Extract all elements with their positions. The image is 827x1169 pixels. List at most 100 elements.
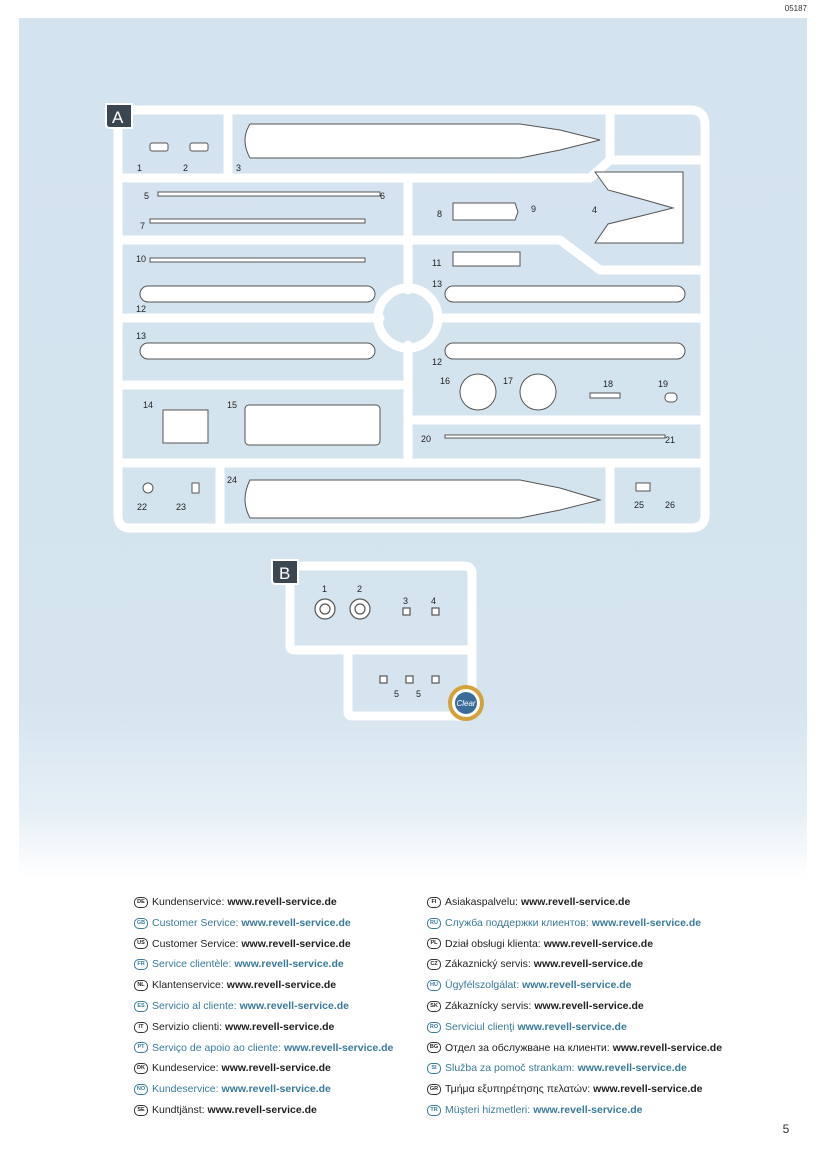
service-link[interactable]: www.revell-service.de: [533, 958, 644, 971]
svg-text:Clear: Clear: [456, 699, 475, 708]
country-flag-icon: CZ: [427, 959, 441, 971]
service-link[interactable]: www.revell-service.de: [522, 979, 632, 992]
service-link[interactable]: www.revell-service.de: [591, 916, 702, 929]
country-flag-icon: BG: [427, 1042, 441, 1054]
service-link[interactable]: www.revell-service.de: [543, 937, 654, 950]
service-link[interactable]: www.revell-service.de: [520, 896, 631, 908]
country-flag-icon: US: [134, 938, 148, 950]
service-link[interactable]: www.revell-service.de: [227, 896, 337, 908]
service-link[interactable]: www.revell-service.de: [241, 916, 351, 929]
service-link[interactable]: www.revell-service.de: [593, 1083, 703, 1096]
sprue-a-letter: A: [112, 108, 124, 127]
service-link[interactable]: www.revell-service.de: [226, 979, 337, 992]
country-flag-icon: FI: [427, 896, 441, 908]
country-flag-icon: SI: [427, 1063, 441, 1075]
service-link[interactable]: www.revell-service.de: [234, 958, 344, 971]
clear-badge: Clear: [448, 685, 484, 721]
service-link[interactable]: www.revell-service.de: [239, 999, 349, 1012]
country-flag-icon: HU: [427, 980, 441, 992]
country-flag-icon: NL: [134, 980, 148, 992]
country-flag-icon: GB: [134, 917, 148, 929]
service-link[interactable]: www.revell-service.de: [241, 937, 351, 950]
part-label: 14: [143, 400, 153, 410]
country-flag-icon: PT: [134, 1042, 148, 1054]
service-link[interactable]: www.revell-service.de: [221, 1062, 331, 1075]
service-link[interactable]: www.revell-service.de: [284, 1041, 394, 1054]
part-label: 13: [432, 279, 442, 289]
part-label: 2: [183, 163, 188, 173]
part-label: 11: [432, 258, 441, 268]
sprue-a-part-labels: 1 2 3 4 5 6 7 8 9 10 11 12 13 13 12 14 1…: [136, 163, 675, 512]
document-code: 05187: [784, 4, 807, 13]
country-flag-icon: GR: [427, 1084, 441, 1096]
country-flag-icon: RO: [427, 1021, 441, 1033]
part-label: 19: [658, 379, 668, 389]
part-label: 12: [432, 357, 442, 367]
country-flag-icon: DK: [134, 1063, 148, 1075]
page-number: 5: [765, 1109, 807, 1149]
service-link[interactable]: www.revell-service.de: [534, 999, 644, 1012]
part-label: 26: [665, 500, 675, 510]
country-flag-icon: SE: [134, 1104, 148, 1116]
part-label: 10: [136, 254, 146, 264]
country-flag-icon: PL: [427, 938, 441, 950]
part-label: 13: [136, 331, 146, 341]
country-flag-icon: DE: [134, 896, 148, 908]
service-link[interactable]: www.revell-service.de: [221, 1083, 331, 1096]
country-flag-icon: ES: [134, 1000, 148, 1012]
service-link[interactable]: www.revell-service.de: [207, 1103, 317, 1116]
part-label: 12: [136, 304, 146, 314]
part-label: 4: [431, 596, 436, 606]
service-link[interactable]: www.revell-service.de: [612, 1041, 723, 1054]
sprue-b-part-labels: 1 2 3 4 5 5: [322, 584, 436, 699]
service-link[interactable]: www.revell-service.de: [225, 1020, 335, 1033]
country-flag-icon: TR: [427, 1104, 441, 1116]
country-flag-icon: NO: [134, 1084, 148, 1096]
part-label: 23: [176, 502, 186, 512]
part-label: 1: [322, 584, 327, 594]
sprue-b-letter: B: [279, 564, 290, 583]
part-label: 21: [665, 435, 675, 445]
sprue-diagram: A B Clear 1 2 3 4 5 6 7 8 9 10 11 12 13 …: [106, 104, 686, 721]
part-label: 6: [380, 191, 385, 201]
country-flag-icon: SK: [427, 1000, 441, 1012]
part-label: 1: [137, 163, 142, 173]
part-label: 3: [403, 596, 408, 606]
part-label: 5: [144, 191, 149, 201]
part-label: 16: [440, 376, 450, 386]
service-link[interactable]: www.revell-service.de: [533, 1103, 643, 1116]
country-flag-icon: IT: [134, 1021, 148, 1033]
part-label: 24: [227, 475, 237, 485]
country-flag-icon: FR: [134, 959, 148, 971]
part-label: 17: [503, 376, 513, 386]
part-label: 8: [437, 209, 442, 219]
service-link[interactable]: www.revell-service.de: [517, 1020, 627, 1033]
country-flag-icon: RU: [427, 917, 441, 929]
service-link[interactable]: www.revell-service.de: [577, 1062, 687, 1075]
part-label: 18: [603, 379, 613, 389]
part-label: 3: [236, 163, 241, 173]
part-label: 5: [394, 689, 399, 699]
